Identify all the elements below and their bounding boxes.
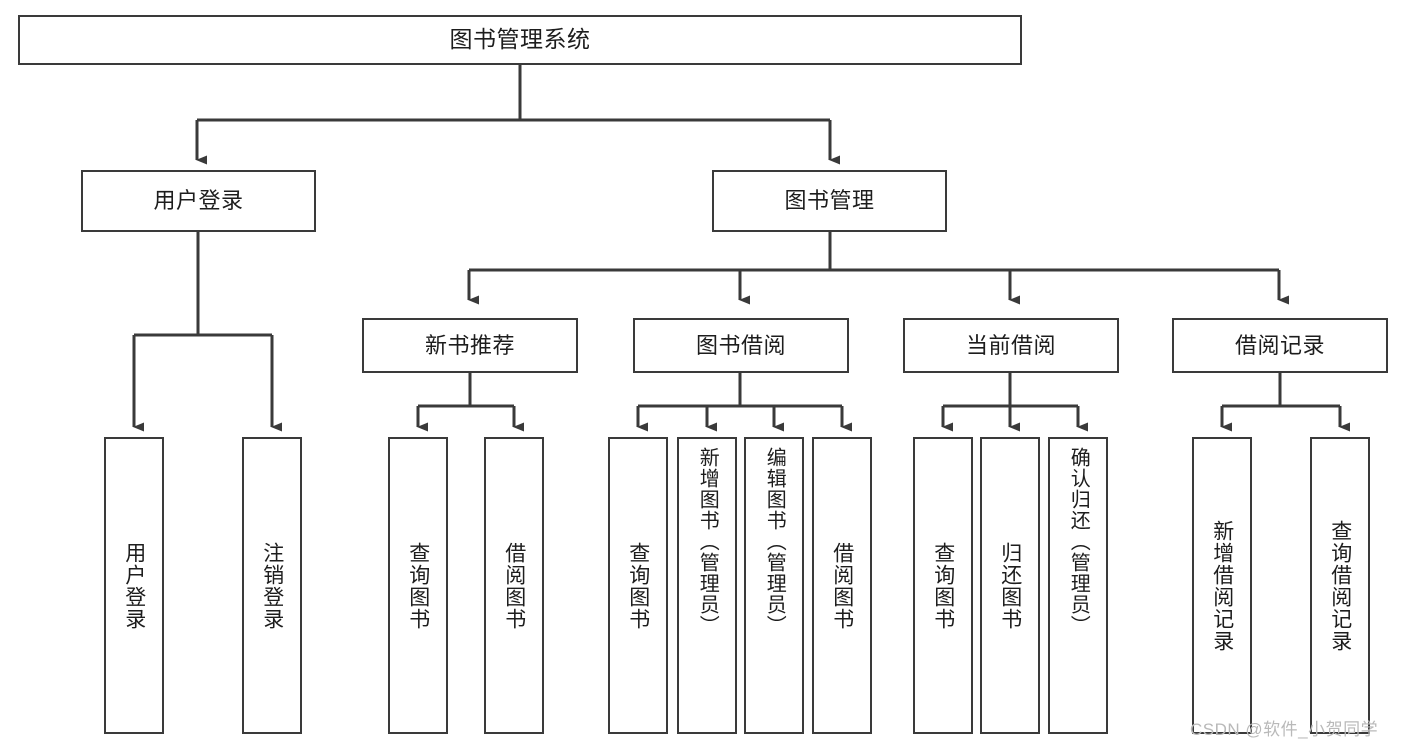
leaf-record-query-record[interactable]: 查询借阅记录 [1310, 437, 1370, 734]
leaf-borrow-edit-book-admin[interactable]: 编辑图书（管理员） [744, 437, 804, 734]
node-label: 查询图书 [406, 541, 430, 630]
node-label: 归还图书 [998, 541, 1022, 630]
node-label: 查询图书 [931, 541, 955, 630]
node-label: 注销登录 [260, 541, 284, 630]
node-label: 图书管理系统 [449, 26, 591, 53]
leaf-newbook-borrow-book[interactable]: 借阅图书 [484, 437, 544, 734]
node-label: 图书借阅 [695, 332, 786, 358]
node-root-system[interactable]: 图书管理系统 [18, 15, 1022, 65]
node-user-login[interactable]: 用户登录 [81, 170, 316, 232]
node-label: 编辑图书（管理员） [763, 447, 786, 636]
node-current-borrow[interactable]: 当前借阅 [903, 318, 1119, 373]
node-label: 借阅记录 [1234, 332, 1325, 358]
node-label: 借阅图书 [502, 541, 526, 630]
leaf-borrow-add-book-admin[interactable]: 新增图书（管理员） [677, 437, 737, 734]
leaf-record-add-record[interactable]: 新增借阅记录 [1192, 437, 1252, 734]
node-label: 当前借阅 [965, 332, 1056, 358]
node-book-borrow[interactable]: 图书借阅 [633, 318, 849, 373]
leaf-current-confirm-return-admin[interactable]: 确认归还（管理员） [1048, 437, 1108, 734]
node-label: 图书管理 [784, 188, 875, 214]
leaf-user-login[interactable]: 用户登录 [104, 437, 164, 734]
leaf-current-query-book[interactable]: 查询图书 [913, 437, 973, 734]
node-label: 查询借阅记录 [1328, 519, 1352, 652]
node-label: 新书推荐 [424, 332, 515, 358]
leaf-borrow-query-book[interactable]: 查询图书 [608, 437, 668, 734]
node-borrow-record[interactable]: 借阅记录 [1172, 318, 1388, 373]
node-label: 借阅图书 [830, 541, 854, 630]
node-label: 用户登录 [122, 541, 146, 630]
node-label: 用户登录 [153, 188, 244, 214]
leaf-current-return-book[interactable]: 归还图书 [980, 437, 1040, 734]
leaf-user-logout[interactable]: 注销登录 [242, 437, 302, 734]
leaf-newbook-query-book[interactable]: 查询图书 [388, 437, 448, 734]
node-label: 新增图书（管理员） [696, 447, 719, 636]
leaf-borrow-borrow-book[interactable]: 借阅图书 [812, 437, 872, 734]
node-label: 新增借阅记录 [1210, 519, 1234, 652]
node-book-management[interactable]: 图书管理 [712, 170, 947, 232]
node-label: 查询图书 [626, 541, 650, 630]
csdn-watermark: CSDN @软件_小贺同学 [1190, 720, 1379, 739]
node-new-book-recommend[interactable]: 新书推荐 [362, 318, 578, 373]
node-label: 确认归还（管理员） [1067, 447, 1090, 636]
